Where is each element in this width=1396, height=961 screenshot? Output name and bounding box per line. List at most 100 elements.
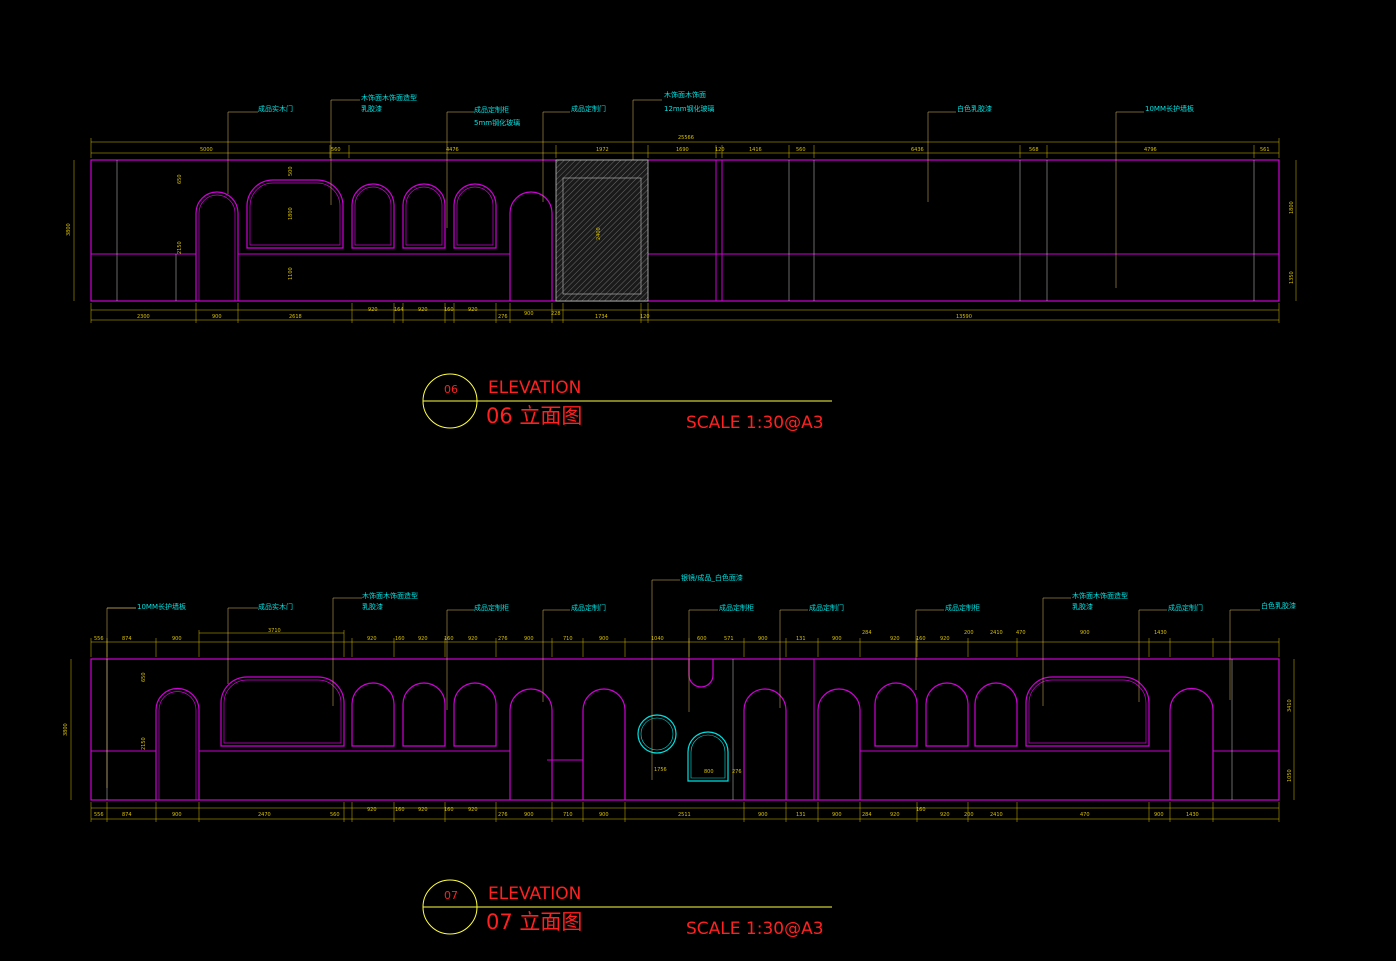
elev07-door-arch-2 [509,688,553,800]
elev07-wall-outline [90,658,1280,801]
elev07-top-dim: 920 [367,636,377,642]
elev07-top-arch [688,659,714,688]
elev07-bottom-dim: 160 [916,807,926,813]
elev07-inner-dim: 800 [704,769,714,775]
elev06-bottom-dim: 920 [468,307,478,313]
elev07-top-dim: 900 [1080,630,1090,636]
elev07-inner-dim: 650 [141,672,147,682]
elev06-wall-outline [90,159,1280,302]
elev07-bottom-dim: 276 [498,812,508,818]
elev07-bottom-dim: 470 [1080,812,1090,818]
elev07-door-arch-1 [155,687,200,800]
elev07-door-arch-4 [743,688,787,800]
elev06-door-arch-1-inner [198,194,236,301]
elev07-top-dim: 2410 [990,630,1003,636]
elev07-window-arch-wide [220,676,345,747]
elev06-inner-dim: 2400 [596,227,602,240]
elev07-height-dim: 3800 [63,723,69,736]
elev07-top-dim: 160 [444,636,454,642]
elev07-window-arch-6 [974,682,1018,747]
elev06-tag-number: 06 [444,383,458,396]
elev07-top-dim: 874 [122,636,132,642]
elev06-bottom-dim: 276 [498,314,508,320]
elev07-bottom-dim: 920 [468,807,478,813]
elev06-inner-dim: 500 [288,166,294,176]
elev07-annotation: 成品实木门 [258,602,293,611]
elev07-top-dim: 900 [172,636,182,642]
elev06-bottom-dim: 920 [418,307,428,313]
elev07-top-dim: 600 [697,636,707,642]
elev06-annotation: 12mm钢化玻璃 [664,104,715,113]
elev07-top-dim: 900 [832,636,842,642]
elev07-bottom-dim: 900 [832,812,842,818]
elev07-annotation: 乳胶漆 [1072,602,1093,611]
elev07-arched-niche [687,731,729,782]
elev06-heading: ELEVATION [488,378,581,398]
elev07-window-arch-2 [402,682,446,747]
elev07-top-dim: 920 [418,636,428,642]
elev06-window-arch-wide-inner [249,182,341,246]
elev06-inner-dim: 2150 [177,241,183,254]
elev07-bottom-dim: 920 [940,812,950,818]
elev06-top-dim: 568 [1029,147,1039,153]
elev06-top-dim: 560 [796,147,806,153]
elev07-annotation: 银镜/成品_白色面漆 [681,573,743,582]
elev07-inner-dim: 2150 [141,737,147,750]
elev07-top-dim: 710 [563,636,573,642]
elev06-top-dim: 1690 [676,147,689,153]
elev07-bottom-dim: 160 [395,807,405,813]
elev07-door-arch-6 [1169,687,1214,800]
elev06-window-arch-1-inner [354,186,392,246]
elev07-annotation: 成品定制柜 [945,603,980,612]
elev06-bottom-dim: 13590 [956,314,972,320]
elev07-top-dim: 470 [1016,630,1026,636]
elev06-annotation: 白色乳胶漆 [957,104,992,113]
elev07-top-dim: 920 [940,636,950,642]
elev06-glass-partition [555,159,649,302]
elev07-bottom-dim: 2511 [678,812,691,818]
elev07-window-arch-wide-2-inner [1028,679,1147,744]
elev06-dim-ticks-top [90,138,1280,158]
elev07-bottom-dim: 710 [563,812,573,818]
elev06-annotation: 成品定制门 [571,104,606,113]
elev07-bottom-dim: 900 [1154,812,1164,818]
elev06-door-arch-1 [195,191,239,301]
elev06-bottom-dim: 2300 [137,314,150,320]
elev07-annotation: 木饰面木饰面造型 [362,591,418,600]
elev07-annotation: 乳胶漆 [362,602,383,611]
elev06-top-dim: 120 [715,147,725,153]
elev06-bottom-dim: 160 [444,307,454,313]
elev07-bottom-dim: 560 [330,812,340,818]
elev07-bottom-dim: 900 [758,812,768,818]
elev07-cn-title: 07 立面图 [486,910,582,934]
elev06-window-arch-2 [402,183,446,249]
elev07-annotation: 成品定制门 [1168,603,1203,612]
elev06-leader-tops [228,99,1144,113]
elev06-window-arch-wide [246,179,344,249]
elev07-top-dim: 900 [758,636,768,642]
elev07-door-arch-5 [817,688,861,800]
elev07-bottom-dim: 2410 [990,812,1003,818]
elev07-bottom-dim: 900 [172,812,182,818]
elev06-window-arch-3-inner [456,186,494,246]
elev07-top-dim: 900 [599,636,609,642]
elev07-top-dim: 556 [94,636,104,642]
elev07-top-dim: 571 [724,636,734,642]
elev06-inner-dim: 1100 [288,267,294,280]
elev07-bottom-dims: 556 874 900 2470 560 920 160 920 160 920… [94,807,1199,818]
elev06-height-dim: 1800 [1289,201,1295,214]
elev06-annotation: 成品实木门 [258,104,293,113]
elev06-top-dim: 4476 [446,147,459,153]
elev06-annotation: 乳胶漆 [361,104,382,113]
elev07-top-dim: 1040 [651,636,664,642]
elev06-annotation: 木饰面木饰面 [664,90,706,99]
elev07-bottom-dim: 920 [418,807,428,813]
elev07-top-dim: 200 [964,630,974,636]
elev06-top-dim: 560 [331,147,341,153]
elev07-top-dim: 900 [524,636,534,642]
elev07-scale: SCALE 1:30@A3 [686,919,824,939]
elev06-annotation: 木饰面木饰面造型 [361,93,417,102]
elev07-top-dim: 276 [498,636,508,642]
